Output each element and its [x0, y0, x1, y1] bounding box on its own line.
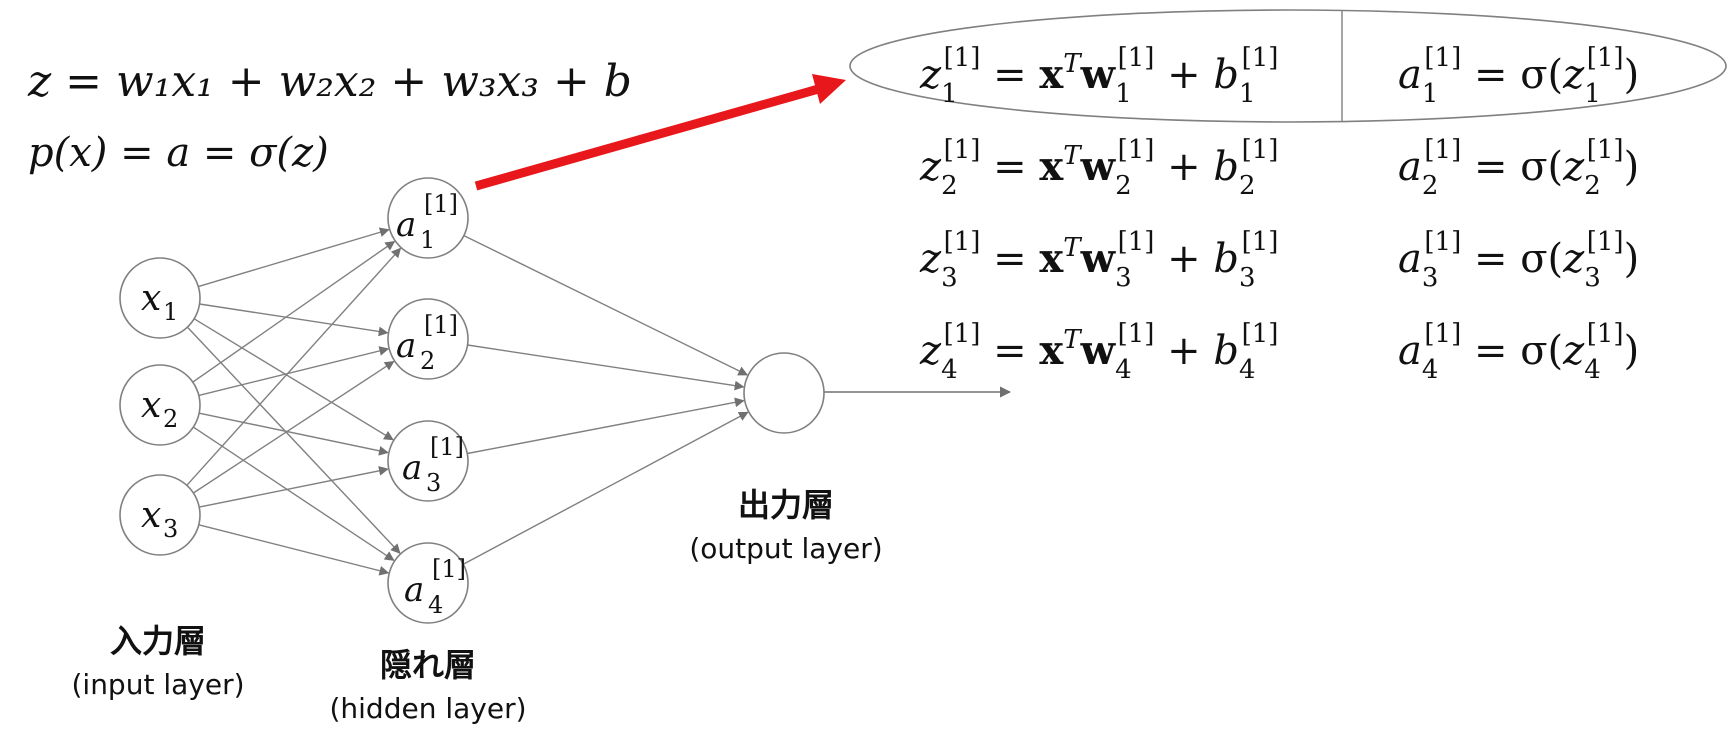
svg-text:[1]: [1]	[424, 190, 458, 218]
equation-row-2: z2[1] = xTw2[1] + b2[1] a2[1] = σ(z2[1])	[919, 135, 1639, 201]
equation-row-4: z4[1] = xTw4[1] + b4[1] a4[1] = σ(z4[1])	[919, 319, 1639, 385]
svg-text:a: a	[396, 205, 416, 245]
edge-input-2-to-hidden-4	[192, 426, 395, 561]
highlight-ellipse	[849, 9, 1727, 123]
edge-hidden-3-to-output	[467, 397, 745, 455]
edge-hidden-4-to-output	[462, 411, 749, 565]
svg-text:a: a	[402, 448, 422, 488]
sigmoid-equation: p(x) = a = σ(z)	[28, 130, 329, 176]
edge-input-3-to-hidden-1	[186, 247, 402, 486]
svg-text:1: 1	[163, 298, 178, 326]
output-node	[743, 352, 825, 434]
svg-text:a: a	[404, 570, 424, 610]
svg-text:z1[1] = xTw1[1] + b1[1]: z1[1] = xTw1[1] + b1[1]	[919, 43, 1278, 109]
edge-input-3-to-hidden-3	[199, 466, 389, 508]
edge-hidden-1-to-output	[463, 234, 749, 376]
edge-input-2-to-hidden-2	[198, 346, 390, 397]
hidden-node-3: a [1] 3	[387, 420, 469, 502]
logistic-equation: z = w₁x₁ + w₂x₂ + w₃x₃ + b	[27, 56, 632, 107]
svg-text:a: a	[396, 326, 416, 366]
equation-row-1: z1[1] = xTw1[1] + b1[1] a1[1] = σ(z1[1])	[919, 43, 1639, 109]
input-layer: x 1 x 2 x 3	[119, 257, 201, 556]
edge-input-1-to-hidden-2	[199, 303, 389, 337]
hidden-node-2: a [1] 2	[387, 298, 469, 380]
svg-text:x: x	[141, 495, 161, 536]
svg-text:a1[1] = σ(z1[1]): a1[1] = σ(z1[1])	[1398, 43, 1639, 109]
edge-input-2-to-hidden-1	[192, 240, 396, 383]
svg-text:a4[1] = σ(z4[1]): a4[1] = σ(z4[1])	[1398, 319, 1639, 385]
hidden-layer: a [1] 1 a [1] 2 a [1] 3 a [1] 4	[387, 177, 469, 624]
edge-input-1-to-hidden-3	[193, 318, 394, 441]
output-layer-label-en: (output layer)	[689, 532, 882, 565]
svg-text:a2[1] = σ(z2[1]): a2[1] = σ(z2[1])	[1398, 135, 1639, 201]
edge-input-2-to-hidden-3	[199, 412, 389, 456]
input-node-3: x 3	[119, 474, 201, 556]
neuron-equations: z1[1] = xTw1[1] + b1[1] a1[1] = σ(z1[1])…	[919, 43, 1639, 385]
svg-text:2: 2	[420, 347, 435, 375]
edge-hidden-2-to-output	[467, 344, 745, 391]
svg-text:[1]: [1]	[432, 555, 466, 583]
svg-text:2: 2	[163, 405, 178, 433]
hidden-node-1: a [1] 1	[387, 177, 469, 259]
hidden-layer-label-jp: 隠れ層	[380, 646, 476, 684]
hidden-layer-label-en: (hidden layer)	[329, 692, 526, 725]
input-layer-label-jp: 入力層	[110, 622, 206, 660]
edge-input-1-to-hidden-4	[186, 326, 401, 554]
connection-edges	[186, 227, 749, 576]
svg-text:[1]: [1]	[430, 433, 464, 461]
input-node-2: x 2	[119, 364, 201, 446]
input-layer-label-en: (input layer)	[71, 668, 244, 701]
svg-text:3: 3	[163, 515, 178, 543]
svg-text:z3[1] = xTw3[1] + b3[1]: z3[1] = xTw3[1] + b3[1]	[919, 227, 1278, 293]
svg-text:x: x	[141, 385, 161, 426]
svg-text:[1]: [1]	[424, 311, 458, 339]
highlight-arrow	[474, 74, 846, 191]
highlight-arrow-shaft	[474, 83, 824, 191]
svg-text:z2[1] = xTw2[1] + b2[1]: z2[1] = xTw2[1] + b2[1]	[919, 135, 1278, 201]
svg-text:a3[1] = σ(z3[1]): a3[1] = σ(z3[1])	[1398, 227, 1639, 293]
svg-text:3: 3	[426, 469, 441, 497]
svg-text:z4[1] = xTw4[1] + b4[1]: z4[1] = xTw4[1] + b4[1]	[919, 319, 1278, 385]
svg-text:x: x	[141, 278, 161, 319]
edge-input-3-to-hidden-4	[198, 524, 390, 576]
svg-text:4: 4	[428, 591, 443, 619]
input-node-1: x 1	[119, 257, 201, 339]
output-layer-label-jp: 出力層	[738, 486, 834, 524]
edge-input-1-to-hidden-1	[198, 227, 390, 288]
highlight-arrow-head	[812, 74, 846, 104]
svg-text:1: 1	[420, 226, 435, 254]
hidden-node-4: a [1] 4	[387, 542, 469, 624]
equation-row-3: z3[1] = xTw3[1] + b3[1] a3[1] = σ(z3[1])	[919, 227, 1639, 293]
edge-input-3-to-hidden-2	[193, 360, 395, 494]
